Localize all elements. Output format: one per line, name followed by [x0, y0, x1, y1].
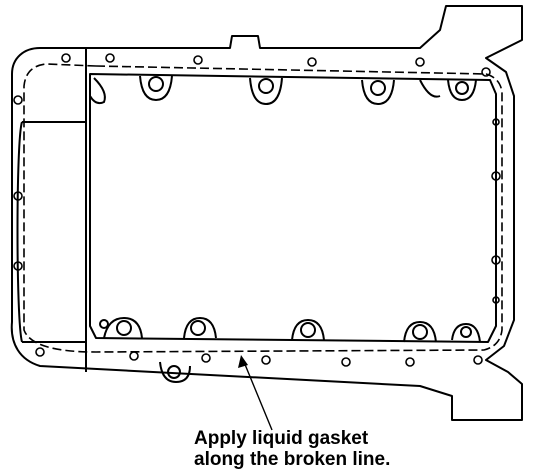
left-rib-outline — [16, 121, 86, 343]
liquid-gasket-broken-line — [23, 63, 503, 353]
outer-flange-outline — [10, 5, 523, 421]
callout-line-2: along the broken line. — [194, 449, 391, 470]
callout-leader — [238, 355, 273, 431]
callout-line-1: Apply liquid gasket — [194, 428, 369, 449]
inner-opening-outline — [89, 73, 497, 343]
callout-text: Apply liquid gasket along the broken lin… — [194, 428, 390, 470]
bottom-bolt-bosses — [99, 316, 481, 384]
top-bolt-bosses — [89, 75, 477, 106]
flange-bolt-holes — [13, 53, 501, 367]
